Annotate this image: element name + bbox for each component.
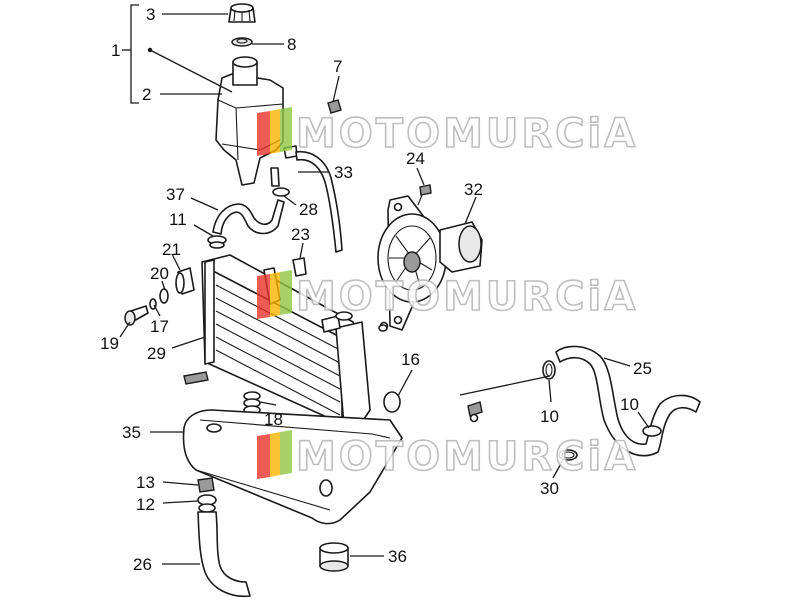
callout-29: 29 [147, 344, 166, 363]
clamp-30 [558, 449, 578, 461]
callout-11: 11 [169, 210, 187, 229]
svg-text:MOTOMURCiA: MOTOMURCiA [296, 274, 638, 320]
callout-24: 24 [406, 149, 425, 168]
callout-1: 1 [111, 41, 120, 60]
callout-3: 3 [146, 5, 155, 24]
svg-text:MOTOMURCiA: MOTOMURCiA [296, 111, 638, 157]
callout-10b: 10 [620, 395, 639, 414]
callout-30: 30 [540, 479, 559, 498]
leader-lines [119, 4, 650, 565]
callout-7: 7 [333, 57, 342, 76]
filler-cap [228, 3, 256, 23]
cap-seal [231, 37, 253, 47]
watermark-logo-top: MOTOMURCiA [257, 107, 638, 158]
cooling-fan [377, 213, 483, 303]
hose-33 [295, 151, 343, 253]
watermark-logo-bottom: MOTOMURCiA [257, 430, 638, 481]
sleeve-36 [319, 542, 349, 572]
callout-37: 37 [166, 185, 185, 204]
clamp-10b [642, 425, 662, 437]
callout-35: 35 [122, 423, 141, 442]
clamp-10a [542, 360, 556, 380]
clamp-28 [272, 187, 290, 197]
callout-26: 26 [133, 555, 152, 574]
watermark-logo-middle: MOTOMURCiA [257, 270, 638, 321]
bracket-screw [467, 401, 483, 423]
callout-16: 16 [401, 350, 420, 369]
callout-36: 36 [388, 547, 407, 566]
clamp-11 [207, 235, 227, 249]
callout-28: 28 [299, 200, 318, 219]
callout-21: 21 [162, 240, 181, 259]
clamp-13 [197, 477, 215, 493]
callout-23: 23 [291, 225, 310, 244]
callout-19: 19 [100, 334, 119, 353]
valve-parts-19-21 [124, 267, 195, 326]
bolt-7 [327, 99, 342, 114]
callout-8: 8 [287, 35, 296, 54]
svg-text:MOTOMURCiA: MOTOMURCiA [296, 434, 638, 480]
callout-32: 32 [464, 180, 483, 199]
hose-26 [197, 511, 251, 598]
callout-13: 13 [136, 473, 155, 492]
small-fittings [183, 311, 401, 413]
callout-10a: 10 [540, 407, 559, 426]
callout-12: 12 [136, 495, 155, 514]
hose-37 [212, 199, 285, 235]
callout-25: 25 [633, 359, 652, 378]
screw-24 [417, 184, 432, 206]
callout-17: 17 [150, 317, 169, 336]
callout-20: 20 [150, 264, 169, 283]
callout-labels: 1 2 3 8 7 33 24 32 28 37 11 23 21 20 17 … [100, 5, 652, 574]
callout-18: 18 [264, 410, 283, 429]
radiator-cover [182, 409, 403, 525]
callout-2: 2 [142, 85, 151, 104]
clamp-12 [197, 494, 217, 513]
hose-25 [555, 345, 701, 457]
callout-33: 33 [334, 163, 353, 182]
